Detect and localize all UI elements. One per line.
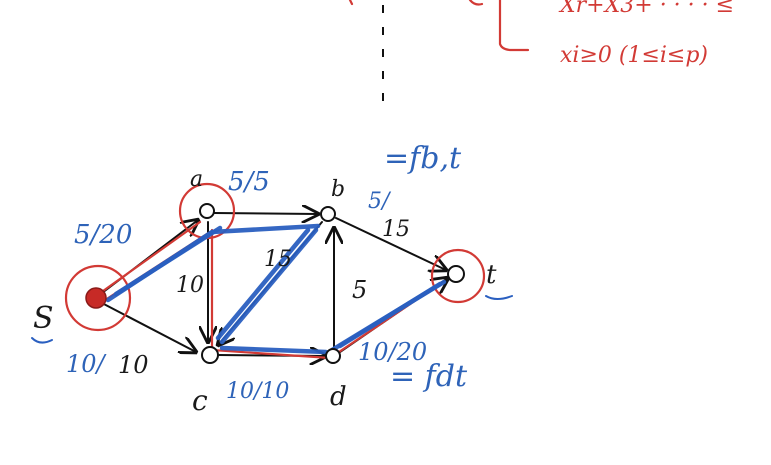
- node-t: [447, 265, 465, 283]
- blue-tick-t: [485, 295, 513, 300]
- label-c-d: 10/10: [226, 379, 289, 404]
- label-s-a: 5/20: [74, 220, 132, 250]
- node-label-t: t: [486, 260, 497, 290]
- red-circle-s: [64, 264, 132, 332]
- label-s-c-flow: 10/: [66, 350, 108, 378]
- node-labels: S a b c d t: [33, 167, 497, 417]
- side-annotations: =fb,t = fdt: [31, 141, 513, 394]
- label-c-b: 5: [352, 276, 367, 304]
- edge-s-c: [99, 301, 196, 352]
- annotation-f-dt: = fdt: [390, 359, 468, 394]
- red-path-a-c-d-t: [210, 228, 442, 360]
- label-a-b: 5/5: [228, 167, 270, 197]
- node-label-d: d: [330, 382, 347, 412]
- edge-a-b: [213, 213, 318, 214]
- graph-nodes: [85, 203, 465, 364]
- label-d-t: 10/20: [358, 338, 427, 366]
- label-b-t-flow: 5/: [368, 189, 392, 214]
- node-label-a: a: [190, 167, 203, 192]
- label-b-c: 15: [264, 247, 292, 272]
- red-circle-t: [430, 248, 486, 304]
- blue-flow-s-a-2: [113, 225, 223, 297]
- edge-labels: 5/20 10/ 10 5/5 10 15 5 15 5/ 10/10 10/2…: [66, 167, 427, 404]
- blue-flow-b-c-2: [215, 227, 311, 341]
- label-a-c: 10: [176, 273, 204, 298]
- red-bracket: [348, 0, 530, 52]
- blue-flow-d-t-2: [337, 281, 443, 349]
- edge-b-t: [335, 217, 446, 270]
- node-d: [325, 348, 341, 364]
- blue-flow-c-d: [219, 345, 329, 355]
- blue-flow-b-c: [219, 227, 319, 345]
- top-fragment: Xr+X3+ · · · · ≤ xi≥0 (1≤i≤p): [348, 0, 734, 102]
- label-b-t: 15: [382, 217, 410, 242]
- node-b: [320, 206, 336, 222]
- blue-tick-s: [31, 337, 53, 344]
- node-a: [199, 203, 215, 219]
- node-label-c: c: [192, 384, 208, 417]
- blue-flow-highlights: [105, 223, 447, 355]
- top-line-2: xi≥0 (1≤i≤p): [560, 43, 708, 68]
- node-label-s: S: [33, 301, 54, 336]
- node-s: [85, 287, 107, 309]
- top-line-1: Xr+X3+ · · · · ≤: [558, 0, 734, 18]
- annotation-f-bt: =fb,t: [384, 141, 462, 176]
- node-label-b: b: [331, 177, 345, 202]
- node-c: [201, 346, 219, 364]
- label-s-c: 10: [118, 351, 149, 379]
